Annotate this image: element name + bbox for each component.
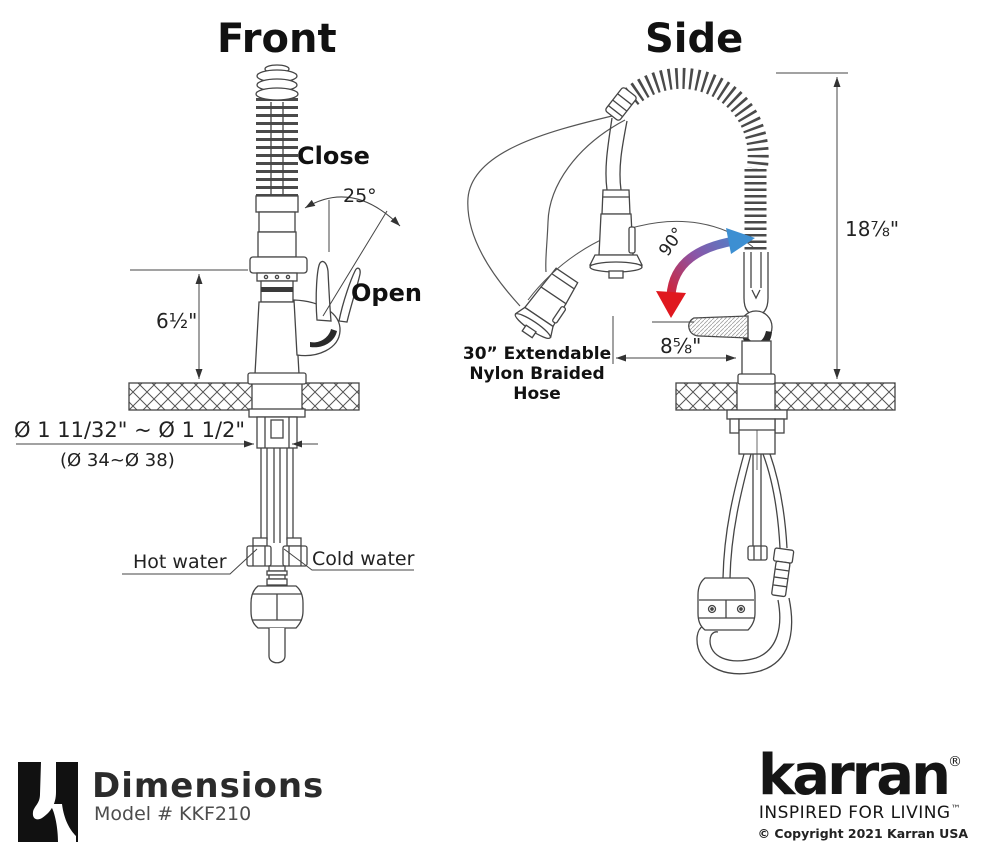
open-label: Open: [351, 279, 422, 307]
side-height-label: 18⅞": [845, 217, 900, 241]
side-reach-dimension: [612, 316, 736, 364]
side-under-counter: [696, 409, 795, 675]
trademark-mark: ™: [950, 804, 962, 815]
hose-note-line2: Nylon Braided: [469, 364, 605, 384]
registered-mark: ®: [947, 754, 962, 770]
hose-note: 30” Extendable Nylon Braided Hose: [462, 344, 612, 404]
brand-name: karran: [758, 743, 951, 808]
copyright-text: © Copyright 2021 Karran USA: [757, 826, 968, 841]
angle-25-label: 25°: [343, 185, 377, 207]
karran-brand-block: karran® INSPIRED FOR LIVING™ © Copyright…: [750, 748, 970, 842]
hole-diameter-mm: (Ø 34~Ø 38): [60, 450, 175, 471]
front-height-label: 6½": [156, 309, 198, 333]
footer-model-number: Model # KKF210: [94, 803, 252, 825]
hole-diameter-inches: Ø 1 11/32" ~ Ø 1 1/2": [14, 418, 246, 442]
side-docked-spray-head: [588, 87, 644, 279]
side-countertop: [675, 382, 896, 411]
karran-wordmark: karran®: [750, 748, 970, 804]
front-angle-annotation: [304, 196, 401, 317]
side-faucet-body: [688, 252, 776, 385]
hose-note-line3: Hose: [513, 384, 561, 404]
front-height-dimension: [130, 269, 248, 379]
front-leader-lines: [122, 548, 414, 575]
close-label: Close: [297, 142, 370, 170]
side-view-title: Side: [645, 16, 744, 62]
side-spring-coil: [624, 67, 769, 252]
front-handle: [293, 260, 361, 357]
front-view-drawing: [16, 64, 414, 664]
side-reach-label: 8⅝": [660, 334, 702, 358]
footer-heading: Dimensions: [92, 766, 325, 806]
cold-water-label: Cold water: [312, 548, 415, 570]
hot-water-label: Hot water: [133, 551, 227, 573]
karran-k-logo: [18, 762, 78, 842]
faucet-diagram: [16, 64, 896, 675]
front-spring-coil: [255, 64, 299, 196]
front-supply-tubes: [246, 448, 308, 567]
swing-direction-arrow: [656, 228, 755, 318]
side-view-drawing: [467, 67, 896, 675]
front-hose-weight: [250, 565, 304, 664]
side-height-dimension: [776, 72, 848, 379]
side-extended-spray-head: [514, 267, 579, 340]
front-faucet-body: [247, 195, 308, 385]
front-countertop: [128, 382, 360, 411]
front-view-title: Front: [217, 16, 337, 62]
hose-note-line1: 30” Extendable: [462, 344, 612, 364]
brand-tagline: INSPIRED FOR LIVING™: [758, 803, 962, 823]
front-shank: [248, 408, 306, 449]
side-extended-hose: [467, 115, 626, 307]
